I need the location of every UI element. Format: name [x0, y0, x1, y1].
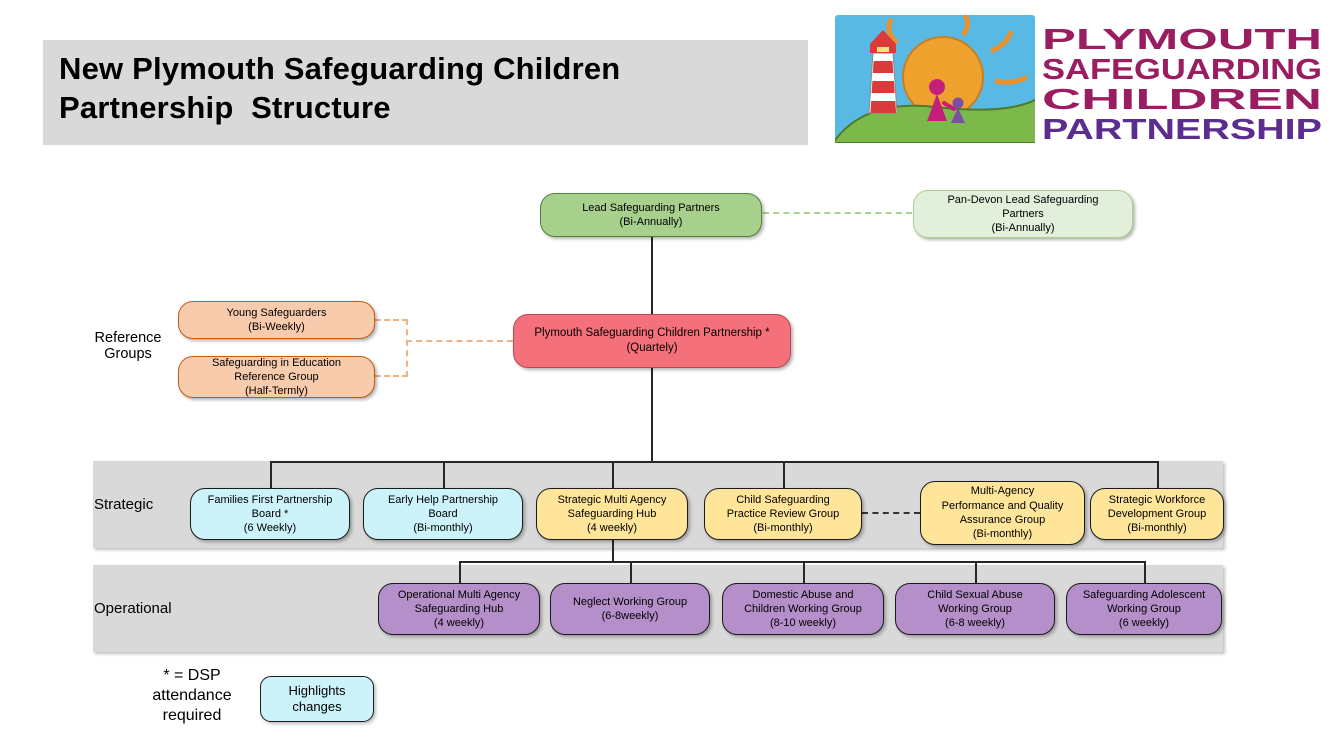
connector-pscp-to-strategic [651, 368, 653, 461]
logo-illustration-icon [835, 15, 1035, 143]
drop-strategic-workforce [1157, 461, 1159, 488]
operational-bus-line [459, 561, 1144, 563]
drop-child-safeguarding-review [783, 461, 785, 488]
node-domestic-abuse-working-group: Domestic Abuse and Children Working Grou… [722, 583, 884, 635]
strategic-label: Strategic [94, 496, 154, 513]
logo-wordmark: PLYMOUTH SAFEGUARDING CHILDREN PARTNERSH… [1042, 24, 1322, 144]
node-strategic-mash: Strategic Multi Agency Safeguarding Hub … [536, 488, 688, 540]
node-multi-agency-pqa: Multi-Agency Performance and Quality Ass… [920, 481, 1085, 545]
title-bar: New Plymouth Safeguarding Children Partn… [43, 40, 808, 145]
lighthouse-icon [868, 30, 898, 114]
highlights-changes-legend: Highlights changes [260, 676, 374, 722]
drop-child-sexual-abuse [975, 561, 977, 583]
connector-reference-vertical [406, 319, 408, 377]
connector-reference-to-pscp [406, 340, 513, 342]
connector-review-to-pqa [862, 512, 920, 514]
node-pscp: Plymouth Safeguarding Children Partnersh… [513, 314, 791, 368]
logo-line-3: CHILDREN [1042, 84, 1322, 116]
connector-safeguarding-education [375, 375, 408, 377]
node-child-sexual-abuse-working-group: Child Sexual Abuse Working Group (6-8 we… [895, 583, 1055, 635]
drop-safeguarding-adolescent [1144, 561, 1146, 583]
sun-ray-icon [886, 18, 899, 45]
drop-neglect [630, 561, 632, 583]
logo-line-1: PLYMOUTH [1042, 24, 1322, 56]
node-young-safeguarders: Young Safeguarders (Bi-Weekly) [178, 301, 375, 339]
logo-line-4: PARTNERSHIP [1042, 114, 1322, 144]
drop-domestic-abuse [803, 561, 805, 583]
node-operational-mash: Operational Multi Agency Safeguarding Hu… [378, 583, 540, 635]
node-pan-devon-partners: Pan-Devon Lead Safeguarding Partners (Bi… [913, 190, 1133, 238]
drop-families-first [270, 461, 272, 488]
drop-strategic-mash [612, 461, 614, 488]
reference-groups-label: Reference Groups [94, 330, 162, 362]
connector-mash-to-operational [612, 540, 614, 561]
operational-label: Operational [94, 600, 172, 617]
node-safeguarding-in-education: Safeguarding in Education Reference Grou… [178, 356, 375, 398]
node-families-first: Families First Partnership Board * (6 We… [190, 488, 350, 540]
drop-operational-mash [459, 561, 461, 583]
node-neglect-working-group: Neglect Working Group (6-8weekly) [550, 583, 710, 635]
node-child-safeguarding-practice-review: Child Safeguarding Practice Review Group… [704, 488, 862, 540]
page-title: New Plymouth Safeguarding Children Partn… [59, 51, 621, 125]
node-safeguarding-adolescent-working-group: Safeguarding Adolescent Working Group (6… [1066, 583, 1222, 635]
logo-line-2: SAFEGUARDING [1042, 54, 1322, 86]
child-figure-icon [951, 97, 965, 123]
adult-figure-icon [927, 79, 956, 121]
connector-lead-to-pandevon [763, 212, 912, 214]
connector-young-safeguarders [375, 319, 408, 321]
node-strategic-workforce: Strategic Workforce Development Group (B… [1090, 488, 1224, 540]
dsp-footnote: * = DSP attendance required [152, 667, 232, 724]
connector-lead-to-pscp [651, 237, 653, 315]
node-lead-safeguarding-partners: Lead Safeguarding Partners (Bi-Annually) [540, 193, 762, 237]
strategic-bus-line [270, 461, 1157, 463]
drop-early-help [443, 461, 445, 488]
node-early-help: Early Help Partnership Board (Bi-monthly… [363, 488, 523, 540]
